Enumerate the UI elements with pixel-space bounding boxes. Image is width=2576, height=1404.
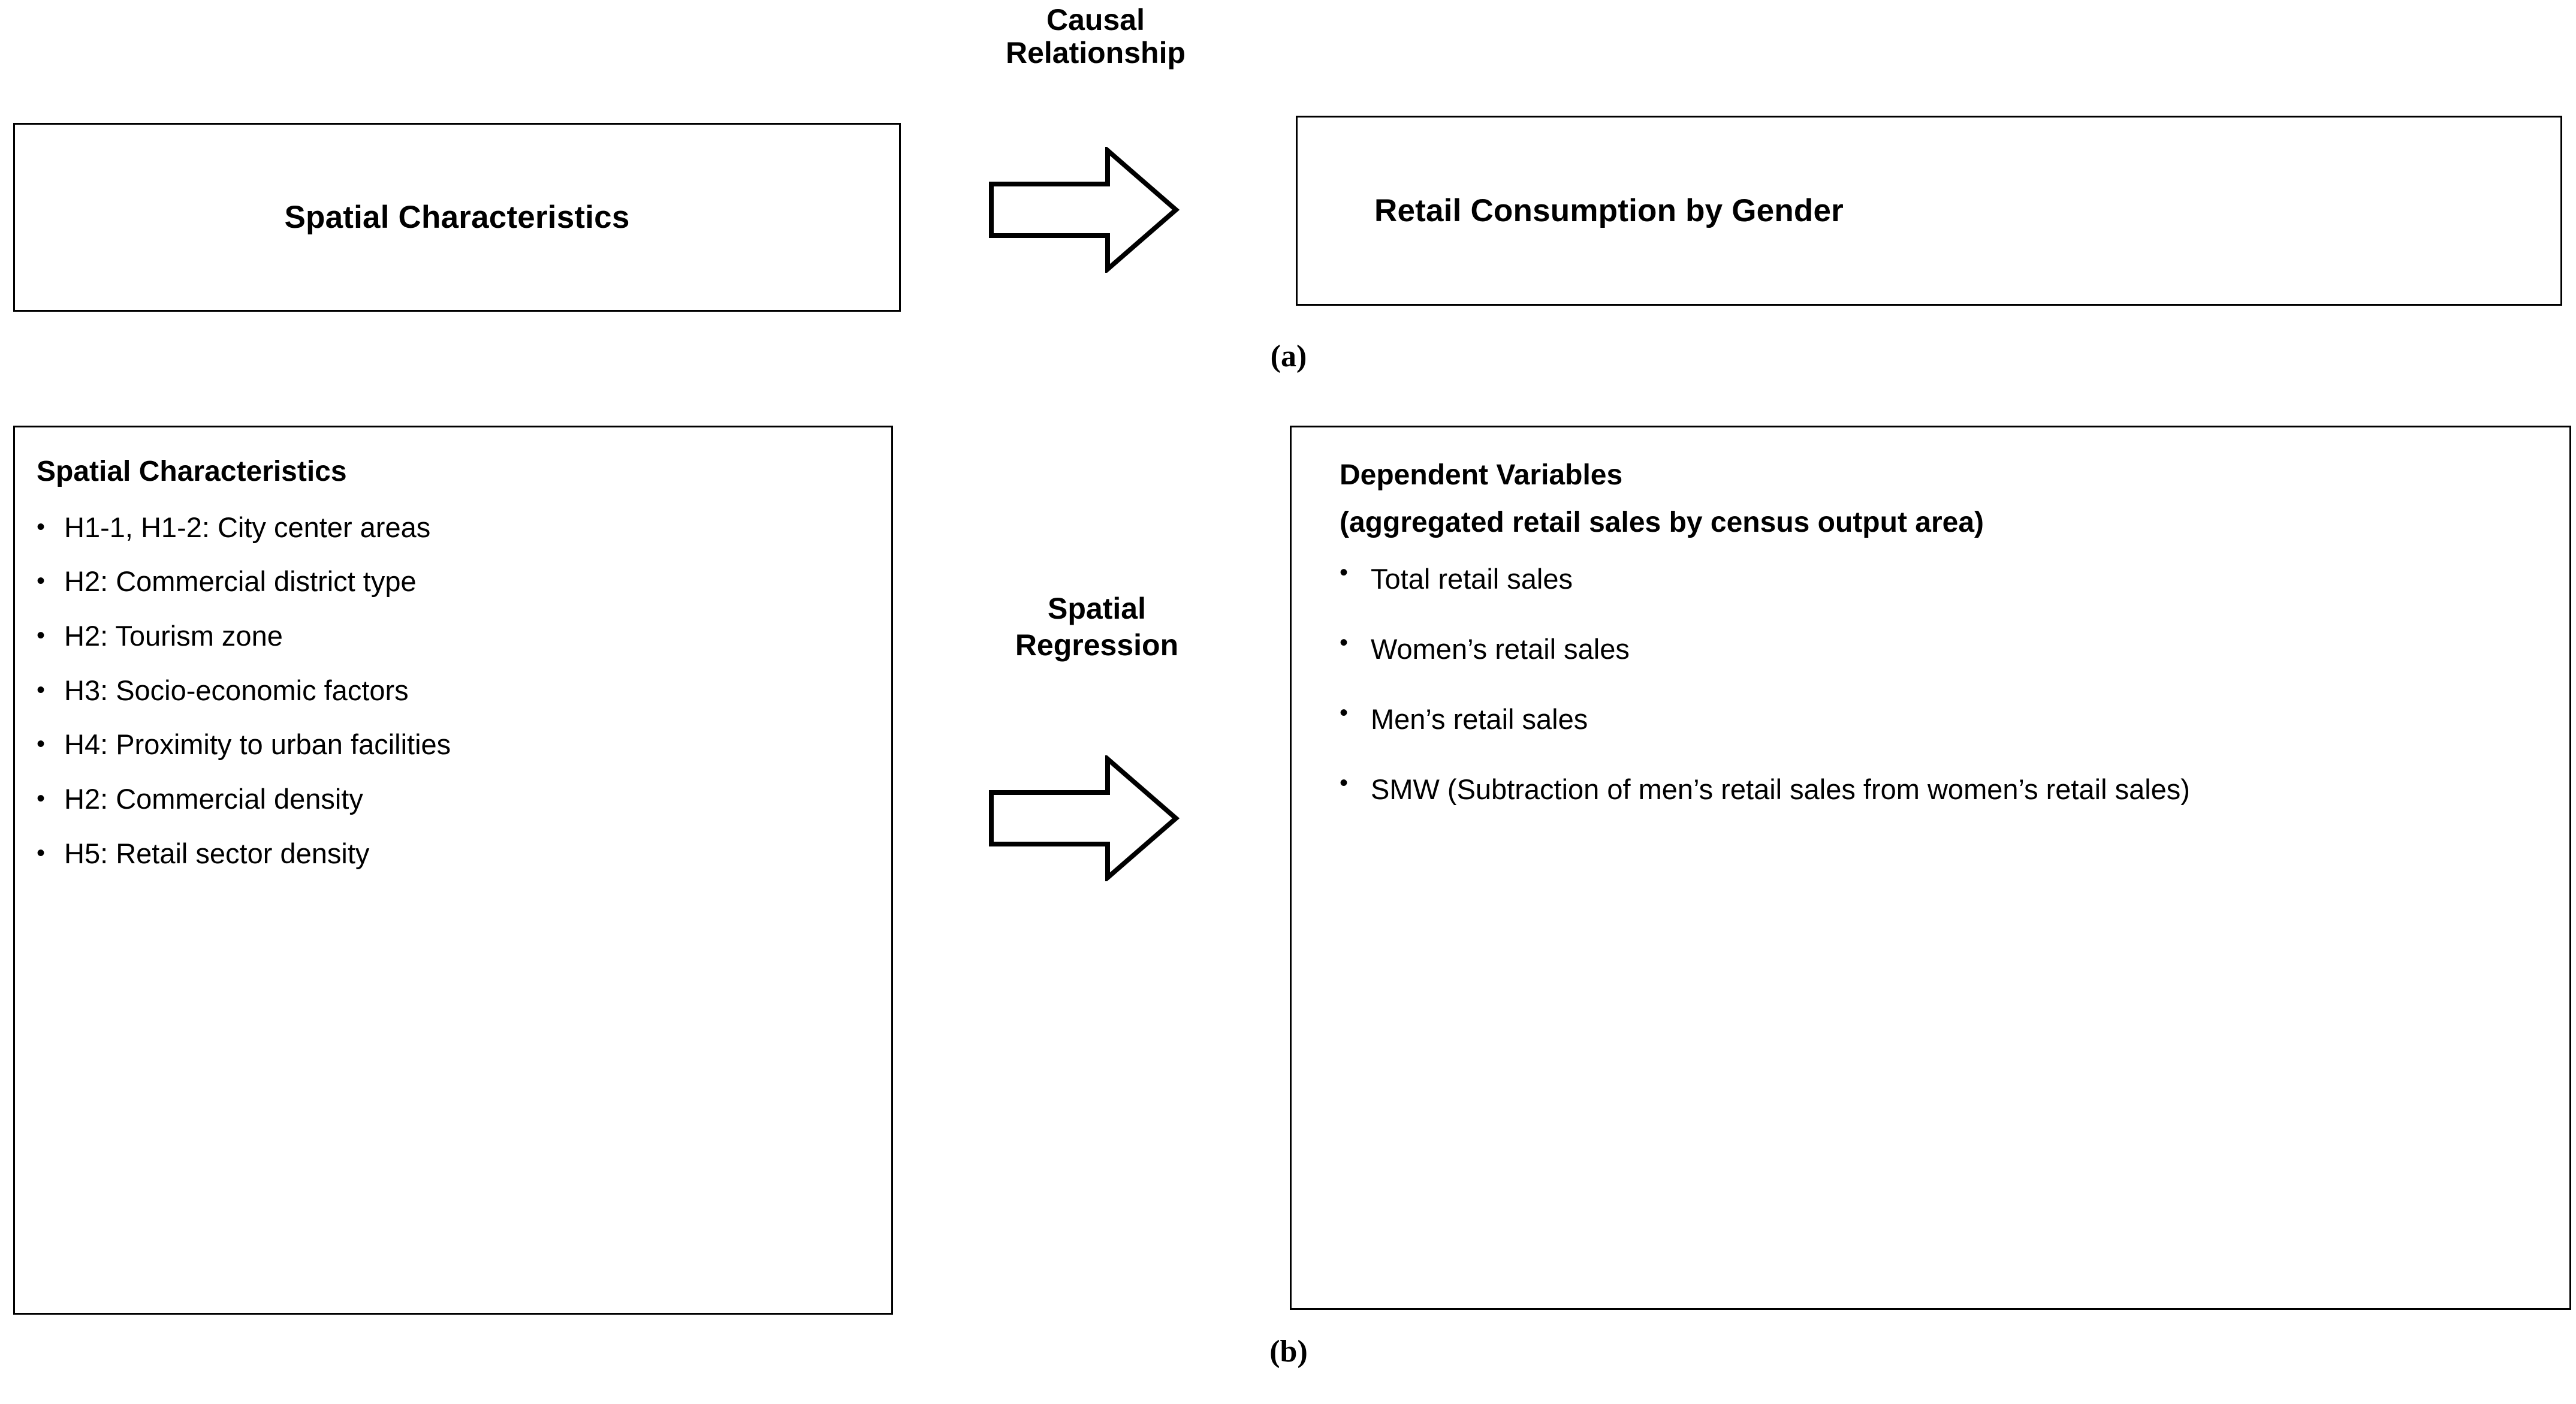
panel-b-connector-label-line-2: Regression bbox=[1015, 628, 1179, 662]
panel-b-right-box-heading-line-2: (aggregated retail sales by census outpu… bbox=[1340, 506, 1984, 538]
list-item: • H2: Commercial density bbox=[37, 784, 873, 815]
bullet-point-icon: • bbox=[1340, 629, 1349, 656]
bullet-point-icon: • bbox=[37, 731, 46, 758]
list-item: • Men’s retail sales bbox=[1314, 698, 2545, 742]
panel-b-connector-label: Spatial Regression bbox=[911, 590, 1283, 664]
list-item: • H5: Retail sector density bbox=[37, 838, 873, 869]
panel-b-right-box-heading: Dependent Variables (aggregated retail s… bbox=[1314, 459, 2545, 540]
panel-b-left-box: Spatial Characteristics • H1-1, H1-2: Ci… bbox=[13, 426, 893, 1315]
panel-b-caption: (b) bbox=[1269, 1334, 1308, 1369]
bullet-point-icon: • bbox=[37, 785, 46, 812]
panel-b-connector: Spatial Regression bbox=[911, 590, 1283, 938]
panel-a-left-box: Spatial Characteristics bbox=[13, 123, 901, 312]
list-item-label: H2: Commercial density bbox=[64, 783, 363, 815]
panel-a-left-box-title: Spatial Characteristics bbox=[284, 200, 630, 235]
bullet-point-icon: • bbox=[37, 513, 46, 540]
panel-b-connector-label-line-1: Spatial bbox=[1048, 592, 1146, 625]
panel-b-right-bullet-list: • Total retail sales • Women’s retail sa… bbox=[1314, 558, 2545, 811]
list-item-label: H2: Commercial district type bbox=[64, 565, 417, 598]
panel-a-connector-label: Causal Relationship bbox=[928, 4, 1263, 70]
bullet-point-icon: • bbox=[37, 568, 46, 595]
panel-a-right-box-title: Retail Consumption by Gender bbox=[1374, 193, 1844, 228]
panel-b-left-box-heading: Spatial Characteristics bbox=[37, 456, 347, 487]
right-block-arrow-icon bbox=[988, 755, 1180, 881]
list-item-label: H2: Tourism zone bbox=[64, 620, 283, 652]
list-item-label: H1-1, H1-2: City center areas bbox=[64, 511, 431, 543]
list-item-label: H3: Socio-economic factors bbox=[64, 674, 409, 706]
panel-a-right-box: Retail Consumption by Gender bbox=[1296, 116, 2562, 306]
bullet-point-icon: • bbox=[1340, 769, 1349, 796]
list-item: • H3: Socio-economic factors bbox=[37, 674, 873, 706]
panel-a-connector-label-line-1: Causal bbox=[1046, 3, 1145, 37]
panel-b-left-bullet-list: • H1-1, H1-2: City center areas • H2: Co… bbox=[37, 511, 873, 869]
list-item-label: H5: Retail sector density bbox=[64, 837, 370, 869]
bullet-point-icon: • bbox=[37, 676, 46, 703]
list-item-label: Women’s retail sales bbox=[1371, 633, 1630, 665]
list-item: • H2: Commercial district type bbox=[37, 566, 873, 597]
list-item: • H2: Tourism zone bbox=[37, 620, 873, 652]
list-item: • Women’s retail sales bbox=[1314, 628, 2545, 671]
list-item: • Total retail sales bbox=[1314, 558, 2545, 601]
panel-a-connector: Causal Relationship bbox=[928, 0, 1263, 303]
bullet-point-icon: • bbox=[37, 839, 46, 866]
panel-a-caption: (a) bbox=[1270, 339, 1307, 373]
bullet-point-icon: • bbox=[37, 622, 46, 649]
list-item-label: Total retail sales bbox=[1371, 563, 1573, 595]
list-item-label: SMW (Subtraction of men’s retail sales f… bbox=[1371, 773, 2190, 805]
bullet-point-icon: • bbox=[1340, 559, 1349, 586]
list-item: • H1-1, H1-2: City center areas bbox=[37, 511, 873, 543]
list-item-label: H4: Proximity to urban facilities bbox=[64, 728, 451, 761]
panel-b-right-box-heading-line-1: Dependent Variables bbox=[1340, 459, 1623, 491]
list-item-label: Men’s retail sales bbox=[1371, 703, 1588, 735]
panel-a-connector-label-line-2: Relationship bbox=[1005, 36, 1186, 70]
right-block-arrow-icon bbox=[988, 147, 1180, 273]
list-item: • SMW (Subtraction of men’s retail sales… bbox=[1314, 768, 2545, 812]
panel-b-right-box: Dependent Variables (aggregated retail s… bbox=[1290, 426, 2571, 1310]
bullet-point-icon: • bbox=[1340, 699, 1349, 726]
list-item: • H4: Proximity to urban facilities bbox=[37, 729, 873, 760]
